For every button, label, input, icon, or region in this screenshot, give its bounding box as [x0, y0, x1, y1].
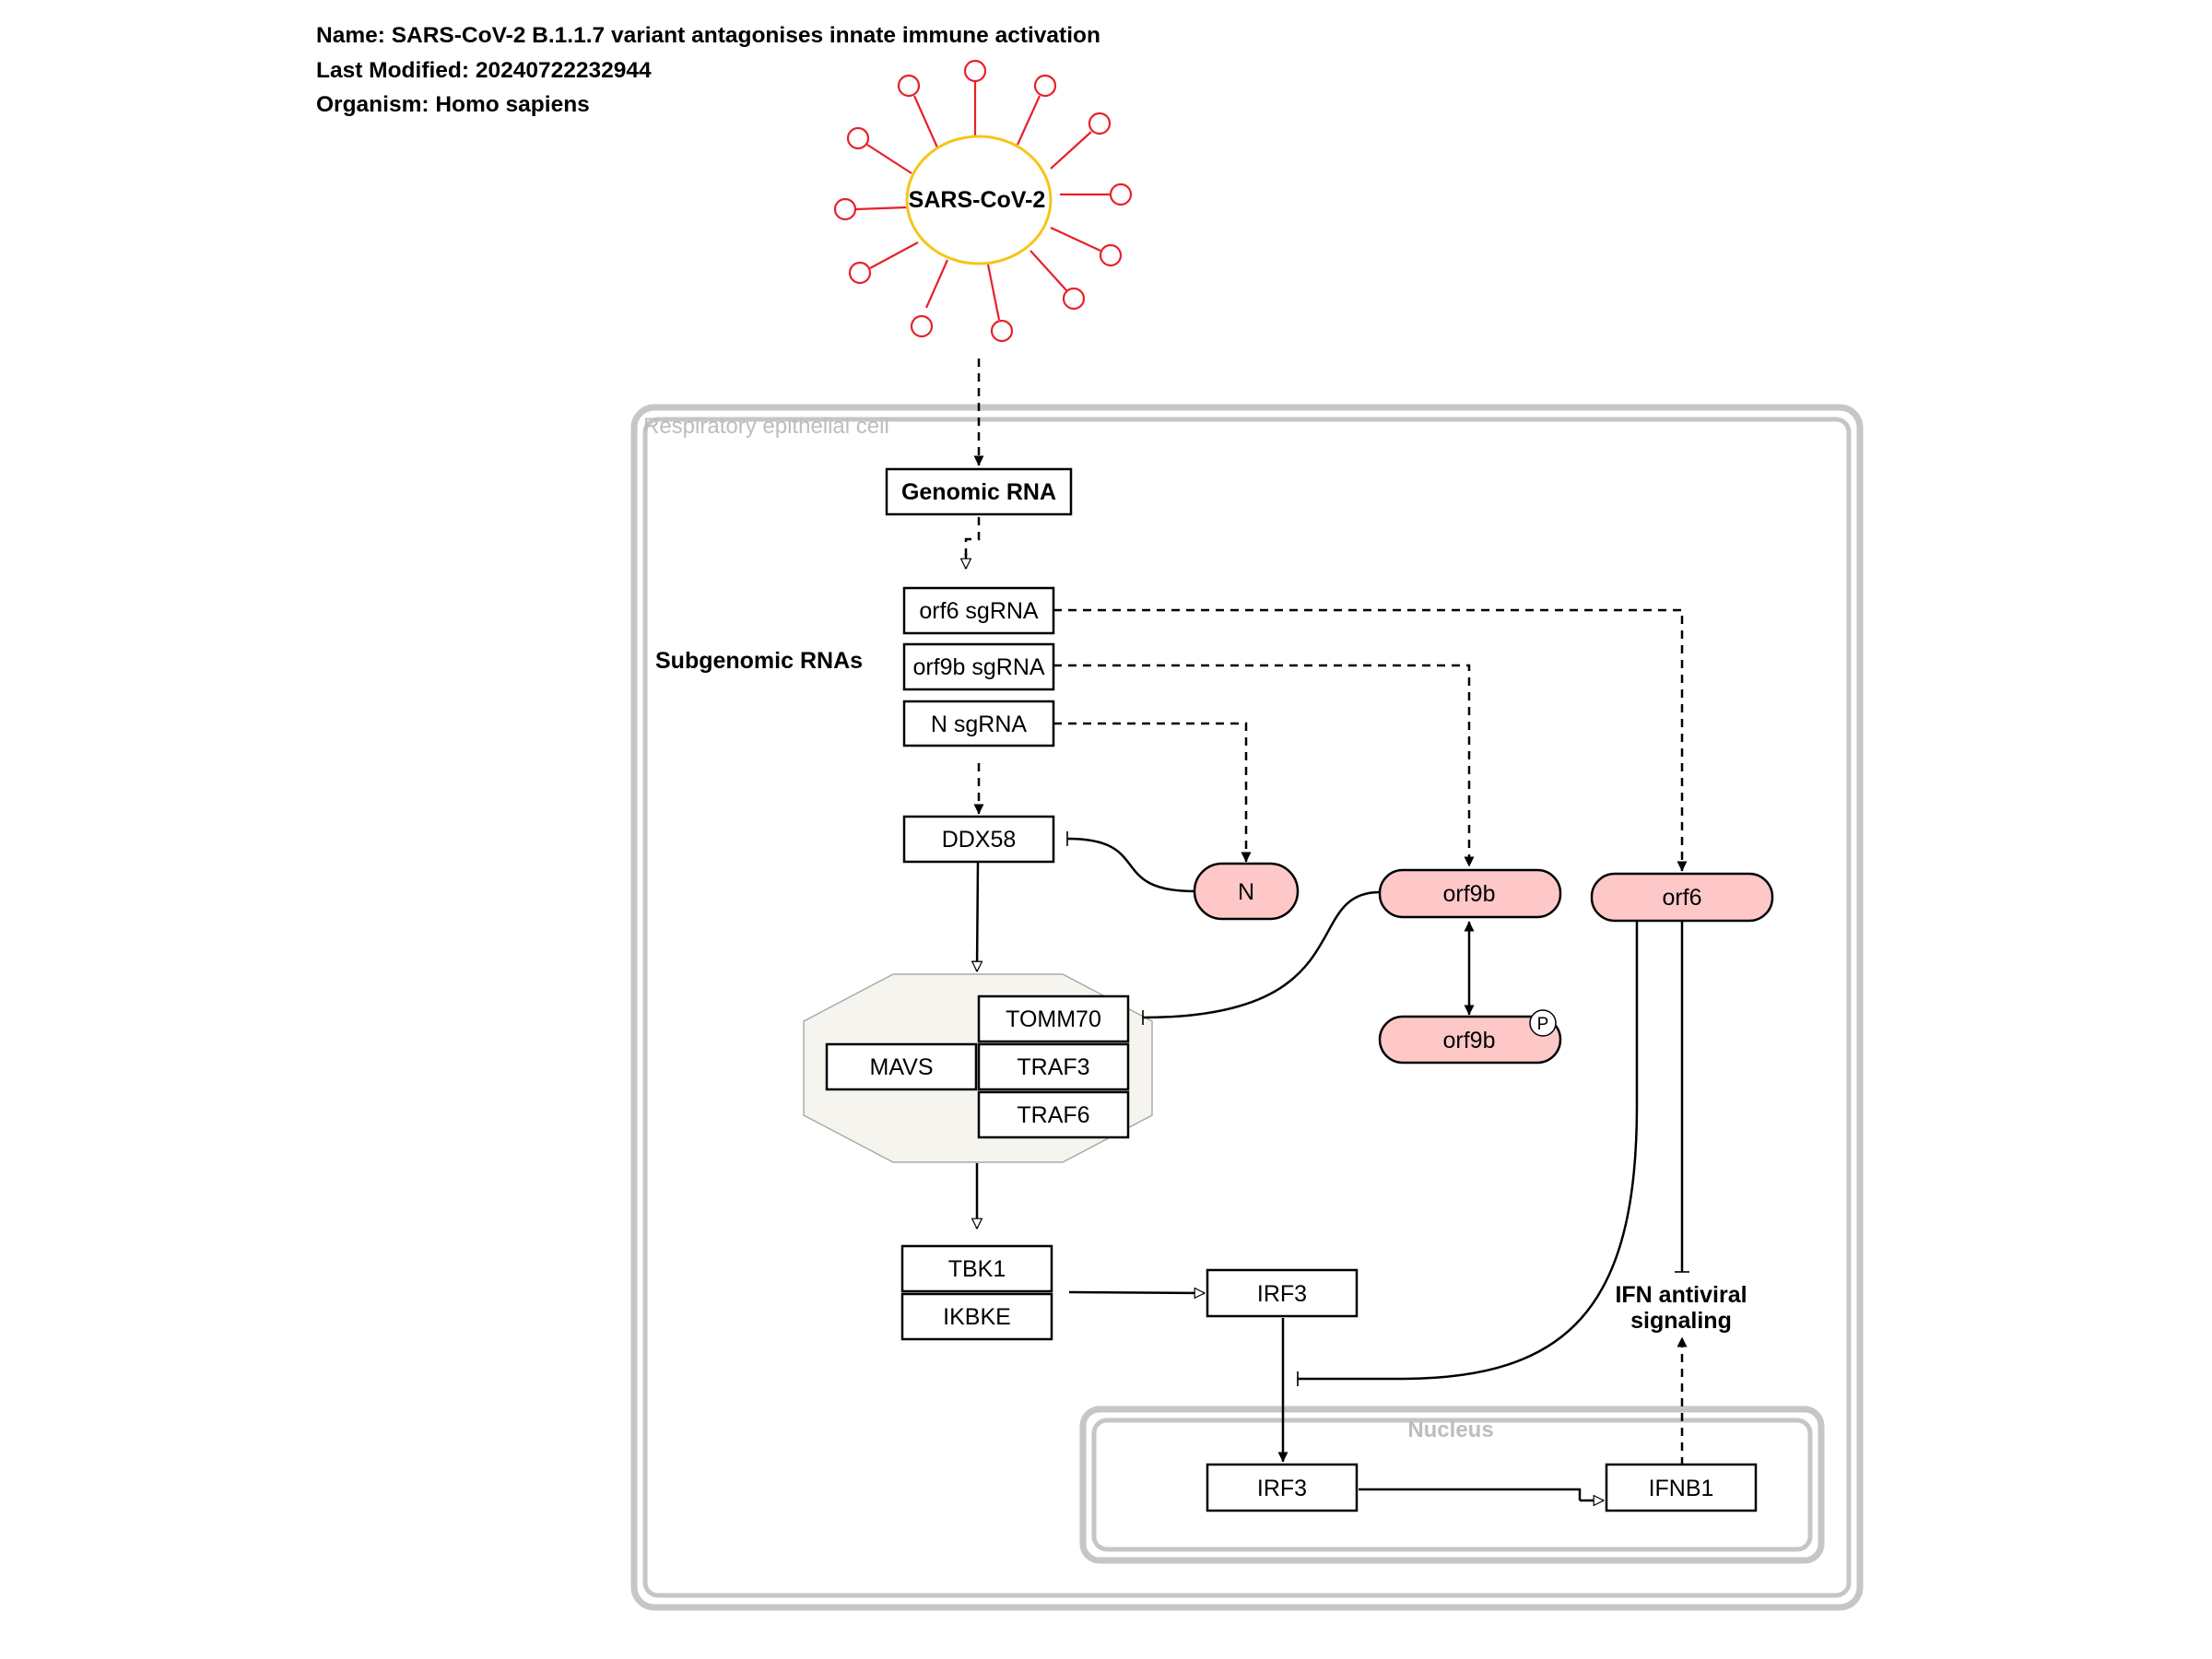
node-tomm70[interactable]: TOMM70 — [977, 994, 1130, 1043]
node-tbk1[interactable]: TBK1 — [900, 1244, 1053, 1293]
edge-orf9b-inhibits-tomm70 — [1142, 890, 1381, 1026]
edge-tbk1-irf3 — [1068, 1292, 1205, 1293]
virus-membrane — [905, 135, 1053, 265]
ikbke-label: IKBKE — [943, 1304, 1011, 1330]
irf3-nuc-label: IRF3 — [1257, 1476, 1307, 1501]
orf9b-p-label: orf9b — [1443, 1028, 1496, 1053]
subgenomic-rnas-label: Subgenomic RNAs — [655, 648, 863, 674]
cell-compartment: Respiratory epithelial cell — [630, 404, 1864, 1611]
nucleus-compartment: Nucleus — [1079, 1406, 1825, 1564]
edge-ddx58-mavs — [977, 862, 978, 971]
edge-orf6sg-orf6 — [1053, 608, 1688, 872]
edge-n-inhibits-ddx58 — [1066, 830, 1195, 893]
node-orf9b-phosphorylated[interactable]: orf9b P — [1378, 1009, 1562, 1065]
ifnb1-label: IFNB1 — [1649, 1476, 1714, 1501]
node-ikbke[interactable]: IKBKE — [900, 1292, 1053, 1341]
tbk1-label: TBK1 — [948, 1256, 1006, 1282]
node-orf9b-sgrna[interactable]: orf9b sgRNA — [902, 642, 1055, 691]
phosphate-label: P — [1537, 1015, 1549, 1034]
node-traf3[interactable]: TRAF3 — [977, 1042, 1130, 1091]
node-irf3-nucleus[interactable]: IRF3 — [1206, 1463, 1359, 1512]
traf3-label: TRAF3 — [1017, 1054, 1089, 1080]
edge-nsg-n — [1053, 722, 1252, 863]
node-orf6-sgrna[interactable]: orf6 sgRNA — [902, 586, 1055, 635]
spike-proteins — [833, 59, 1133, 343]
n-sgrna-label: N sgRNA — [931, 712, 1028, 737]
edge-irf3-ifnb1 — [1359, 1488, 1582, 1500]
pathway-name: Name: SARS-CoV-2 B.1.1.7 variant antagon… — [316, 23, 1100, 48]
edge-orf9bsg-orf9b — [1053, 664, 1475, 867]
node-genomic-rna[interactable]: Genomic RNA — [885, 467, 1073, 516]
node-ifnb1[interactable]: IFNB1 — [1605, 1463, 1758, 1512]
virus-label: SARS-CoV-2 — [909, 187, 1046, 213]
node-traf6[interactable]: TRAF6 — [977, 1090, 1130, 1139]
nucleus-label: Nucleus — [1407, 1418, 1493, 1442]
cell-label: Respiratory epithelial cell — [643, 414, 889, 439]
organism: Organism: Homo sapiens — [316, 92, 590, 117]
edge-orf6-inhibits-irf3 — [1297, 920, 1639, 1386]
orf6-label: orf6 — [1662, 885, 1701, 911]
node-ifn-antiviral-signaling[interactable]: IFN antiviral signaling — [1615, 1282, 1747, 1334]
last-modified: Last Modified: 20240722232944 — [316, 58, 652, 83]
node-ddx58[interactable]: DDX58 — [902, 815, 1055, 864]
irf3-cyto-label: IRF3 — [1257, 1281, 1307, 1307]
interactions — [964, 359, 1689, 1500]
tomm70-label: TOMM70 — [1006, 1006, 1101, 1032]
orf9b-sgrna-label: orf9b sgRNA — [912, 654, 1044, 680]
node-irf3-cytoplasm[interactable]: IRF3 — [1206, 1268, 1359, 1318]
node-n-sgrna[interactable]: N sgRNA — [902, 700, 1055, 747]
orf6-sgrna-label: orf6 sgRNA — [919, 598, 1039, 624]
node-orf6[interactable]: orf6 — [1590, 872, 1774, 923]
virus-particle: SARS-CoV-2 — [833, 59, 1133, 343]
orf9b-label: orf9b — [1443, 881, 1496, 907]
node-orf9b[interactable]: orf9b — [1378, 868, 1562, 919]
n-protein-label: N — [1238, 879, 1254, 905]
mavs-label: MAVS — [870, 1054, 934, 1080]
phosphate-site — [1529, 1009, 1557, 1037]
ddx58-label: DDX58 — [942, 827, 1017, 853]
edge-genomic-subgenomic — [964, 517, 981, 556]
traf6-label: TRAF6 — [1017, 1102, 1089, 1128]
node-n-protein[interactable]: N — [1193, 862, 1300, 921]
ifn-label-line1: IFN antiviral — [1615, 1282, 1747, 1308]
node-mavs[interactable]: MAVS — [825, 1042, 978, 1091]
ifn-label-line2: signaling — [1630, 1308, 1732, 1334]
genomic-rna-label: Genomic RNA — [901, 479, 1056, 505]
